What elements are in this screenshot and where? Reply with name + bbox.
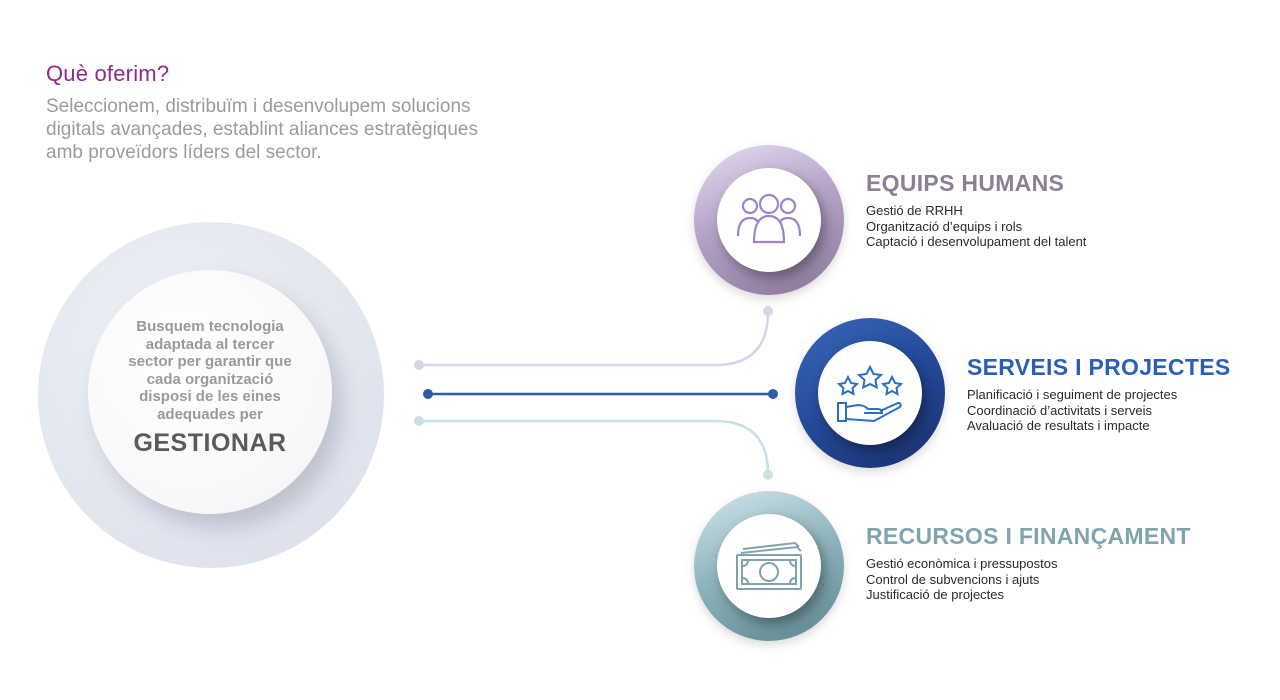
section-serveis-projectes: SERVEIS I PROJECTES Planificació i segui… (967, 354, 1230, 434)
connector-bottom (419, 419, 770, 475)
section-title: RECURSOS I FINANÇAMENT (866, 523, 1191, 549)
section-item: Captació i desenvolupament del talent (866, 234, 1087, 249)
section-item: Justificació de projectes (866, 587, 1005, 602)
connector-bottom-end-dot (763, 470, 773, 480)
page-subtitle: Seleccionem, distribuïm i desenvolupem s… (46, 95, 606, 164)
section-equips-humans: EQUIPS HUMANS Gestió de RRHH Organitzaci… (866, 170, 1086, 250)
section-item: Gestió de RRHH (866, 203, 963, 218)
center-emphasis: GESTIONAR (133, 429, 287, 457)
center-body: Busquem tecnologia adaptada al tercer se… (108, 318, 312, 423)
section-items: Gestió econòmica i pressupostos Control … (866, 556, 1191, 603)
section-item: Coordinació d’activitats i serveis (967, 402, 1152, 418)
center-line: adequades per (157, 405, 263, 423)
center-line: sector per garantir que (128, 353, 292, 370)
center-line: Busquem tecnologia (136, 318, 284, 335)
recursos-financament-disc (717, 514, 821, 618)
center-disc (88, 270, 332, 514)
subtitle-line: Seleccionem, distribuïm i desenvolupem s… (46, 96, 471, 117)
center-line: disposi de les eines (139, 388, 281, 405)
serveis-projectes-ring (795, 318, 945, 468)
section-item: Control de subvencions i ajuts (866, 571, 1040, 587)
connector-top-end-dot (763, 306, 773, 316)
section-item: Organització d’equips i rols (866, 218, 1023, 234)
subtitle-line: digitals avançades, establint aliances e… (46, 119, 478, 140)
center-line: adaptada al tercer (145, 335, 275, 353)
connector-middle-end-dot (768, 389, 778, 399)
section-recursos-financament: RECURSOS I FINANÇAMENT Gestió econòmica … (866, 523, 1191, 603)
center-line: cada organització (146, 370, 274, 388)
section-item: Gestió econòmica i pressupostos (866, 556, 1058, 571)
section-title: SERVEIS I PROJECTES (967, 354, 1231, 380)
connector-middle-start-dot (423, 389, 433, 399)
section-items: Gestió de RRHH Organització d’equips i r… (866, 203, 1086, 250)
page-title: Què oferim? (46, 61, 170, 86)
connector-top (419, 311, 770, 367)
section-item: Planificació i seguiment de projectes (967, 387, 1178, 402)
people-group-icon (736, 193, 802, 244)
equips-humans-ring (694, 145, 844, 295)
connector-bottom-start-dot (414, 416, 424, 426)
section-title: EQUIPS HUMANS (866, 170, 1065, 196)
banknotes-icon (736, 541, 802, 590)
subtitle-line: amb proveïdors líders del sector. (46, 142, 322, 163)
hand-stars-icon (836, 364, 904, 423)
recursos-financament-ring (694, 491, 844, 641)
equips-humans-disc (717, 168, 821, 272)
serveis-projectes-disc (818, 341, 922, 445)
center-text: Busquem tecnologia adaptada al tercer se… (108, 318, 312, 458)
section-item: Avaluació de resultats i impacte (967, 418, 1150, 433)
connector-top-start-dot (414, 360, 424, 370)
section-items: Planificació i seguiment de projectes Co… (967, 387, 1230, 434)
